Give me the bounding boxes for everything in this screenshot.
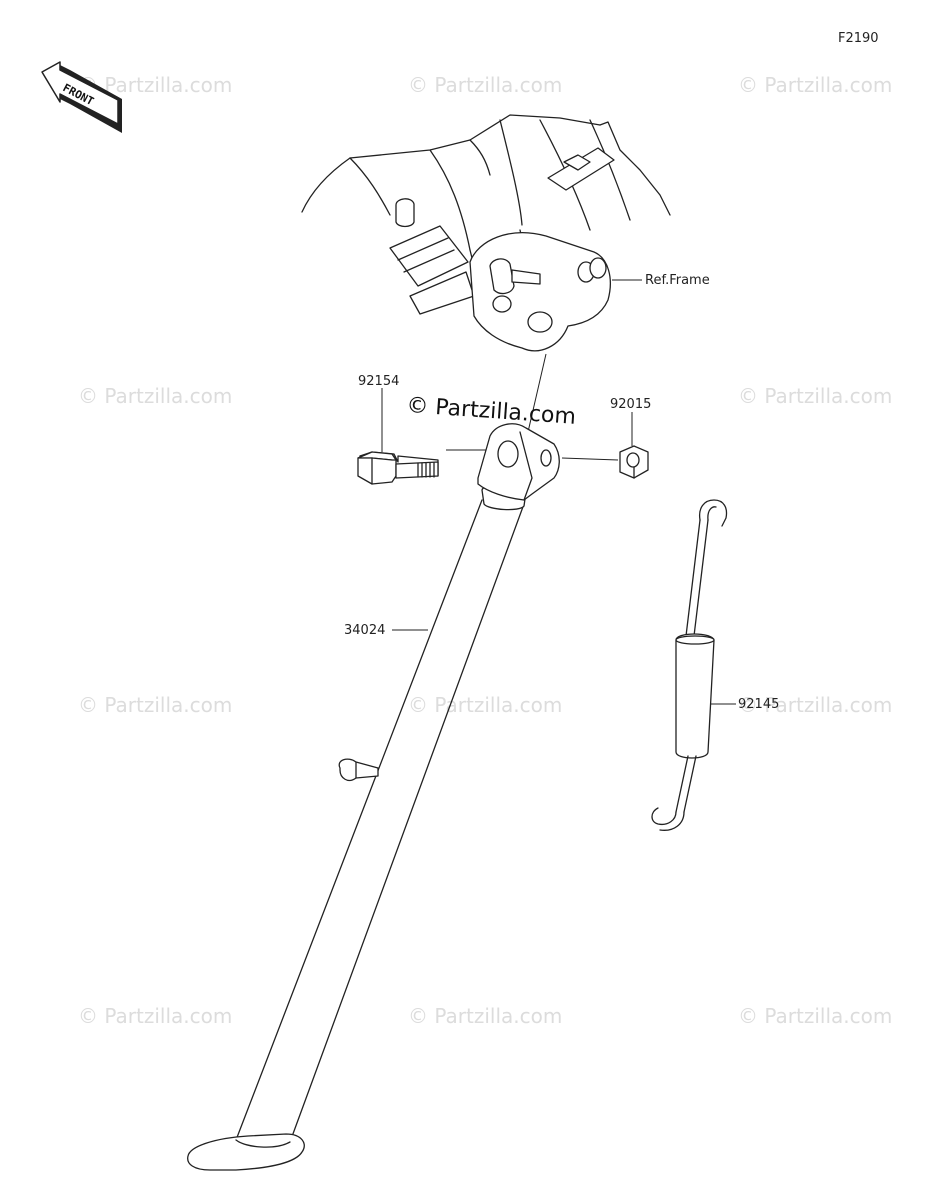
- watermark: © Partzilla.com: [738, 384, 892, 408]
- callout-92154: 92154: [358, 374, 399, 389]
- spring-92145: [651, 499, 728, 831]
- watermark: © Partzilla.com: [738, 73, 892, 97]
- watermark: © Partzilla.com: [408, 693, 562, 717]
- side-stand-34024: [187, 423, 560, 1171]
- watermark: © Partzilla.com: [78, 1004, 232, 1028]
- center-watermark: © Partzilla.com: [406, 393, 577, 430]
- nut-92015: [619, 445, 649, 479]
- watermark: © Partzilla.com: [408, 1004, 562, 1028]
- figure-code: F2190: [838, 31, 879, 46]
- watermark: © Partzilla.com: [738, 1004, 892, 1028]
- callout-92145: 92145: [738, 697, 779, 712]
- watermark-layer: © Partzilla.com © Partzilla.com © Partzi…: [78, 73, 892, 1028]
- callout-92015: 92015: [610, 397, 651, 412]
- watermark: © Partzilla.com: [78, 384, 232, 408]
- frame-assembly: [301, 114, 671, 352]
- watermark: © Partzilla.com: [738, 693, 892, 717]
- callout-ref-frame: Ref.Frame: [645, 273, 710, 288]
- nut-axis-line: [561, 457, 619, 461]
- callout-34024: 34024: [344, 623, 385, 638]
- watermark: © Partzilla.com: [408, 73, 562, 97]
- bolt-92154: [357, 451, 439, 485]
- pivot-center-line: [527, 353, 547, 433]
- watermark: © Partzilla.com: [78, 693, 232, 717]
